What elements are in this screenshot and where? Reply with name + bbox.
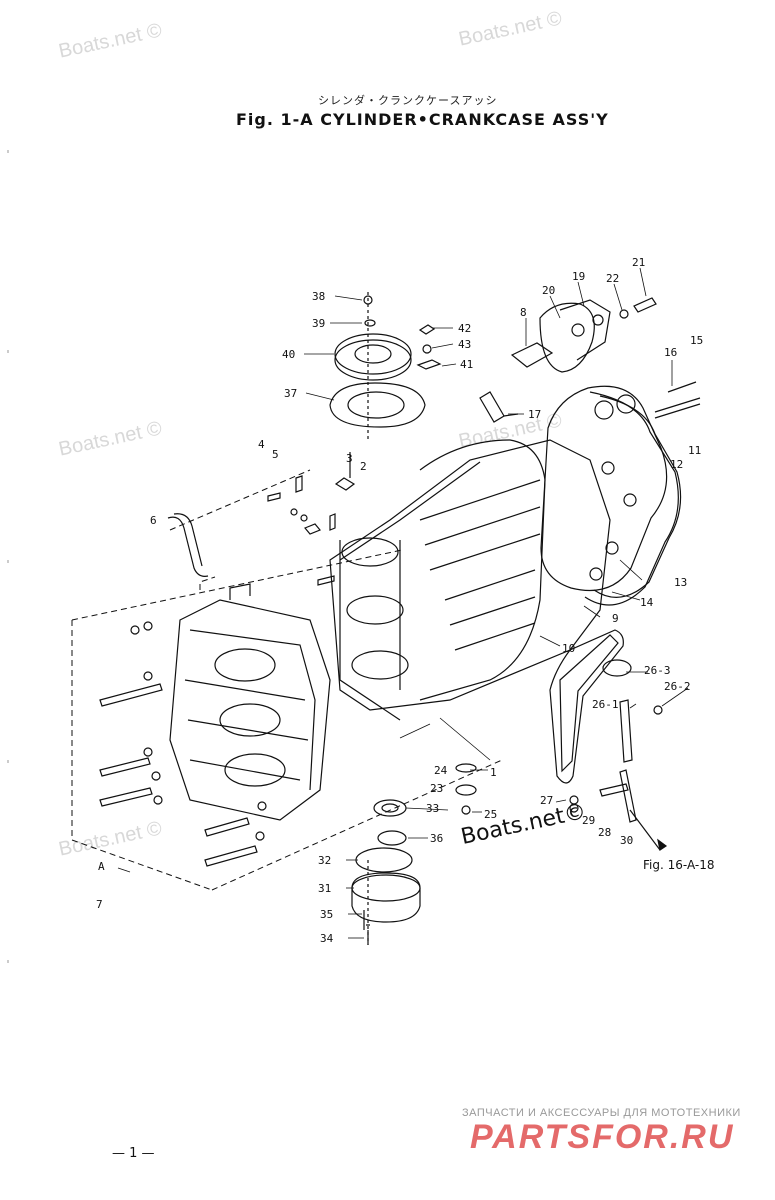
callout-25: 25 xyxy=(484,808,498,821)
callout-24: 24 xyxy=(434,764,448,777)
callout-26-3: 26-3 xyxy=(644,664,671,677)
callout-42: 42 xyxy=(458,322,472,335)
callout-5: 5 xyxy=(272,448,279,461)
callout-33: 33 xyxy=(426,802,440,815)
callout-21: 21 xyxy=(632,256,646,269)
callout-34: 34 xyxy=(320,932,334,945)
callout-4: 4 xyxy=(258,438,265,451)
callout-13: 13 xyxy=(674,576,688,589)
callout-28: 28 xyxy=(598,826,612,839)
callout-38: 38 xyxy=(312,290,326,303)
callout-23: 23 xyxy=(430,782,444,795)
callout-26-2: 26-2 xyxy=(664,680,691,693)
callout-20: 20 xyxy=(542,284,556,297)
callout-17: 17 xyxy=(528,408,542,421)
callout-35: 35 xyxy=(320,908,334,921)
callout-30: 30 xyxy=(620,834,634,847)
callout-12: 12 xyxy=(670,458,684,471)
callout-8: 8 xyxy=(520,306,527,319)
callout-16: 16 xyxy=(664,346,678,359)
callout-39: 39 xyxy=(312,317,326,330)
callout-9: 9 xyxy=(612,612,619,625)
callout-22: 22 xyxy=(606,272,620,285)
callout-40: 40 xyxy=(282,348,296,361)
callout-31: 31 xyxy=(318,882,332,895)
callout-27: 27 xyxy=(540,794,554,807)
figure-reference: Fig. 16-A-18 xyxy=(643,858,715,872)
callout-11: 11 xyxy=(688,444,702,457)
callout-43: 43 xyxy=(458,338,472,351)
callout-32: 32 xyxy=(318,854,332,867)
callout-41: 41 xyxy=(460,358,474,371)
callout-37: 37 xyxy=(284,387,298,400)
callout-19: 19 xyxy=(572,270,586,283)
callout-15: 15 xyxy=(690,334,704,347)
callout-3: 3 xyxy=(346,452,353,465)
japanese-title: シレンダ・クランクケースアッシ xyxy=(318,94,498,107)
figure-title: Fig. 1-A CYLINDER•CRANKCASE ASS'Y xyxy=(236,110,609,129)
callout-36: 36 xyxy=(430,832,444,845)
callout-7: 7 xyxy=(96,898,103,911)
callout-26-1: 26-1 xyxy=(592,698,619,711)
callout-29: 29 xyxy=(582,814,596,827)
callout-2: 2 xyxy=(360,460,367,473)
callout-14: 14 xyxy=(640,596,654,609)
callout-1: 1 xyxy=(490,766,497,779)
page-number: — 1 — xyxy=(112,1146,155,1161)
callout-6: 6 xyxy=(150,514,157,527)
callout-10: 10 xyxy=(562,642,576,655)
footer-tagline: ЗАПЧАСТИ И АКСЕССУАРЫ ДЛЯ МОТОТЕХНИКИ xyxy=(462,1107,741,1119)
callout-A: A xyxy=(98,860,105,873)
footer-logo: PARTSFOR.RU xyxy=(470,1118,735,1156)
